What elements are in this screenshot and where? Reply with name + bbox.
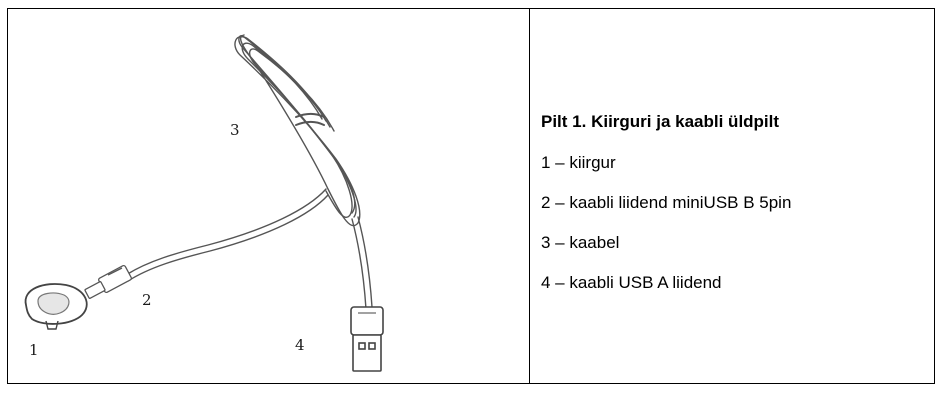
legend-item: 2 – kaabli liidend miniUSB B 5pin bbox=[541, 193, 792, 212]
figure-legend-list: 1 – kiirgur 2 – kaabli liidend miniUSB B… bbox=[541, 152, 791, 312]
callout-3: 3 bbox=[230, 121, 240, 139]
usb-a-connector-icon bbox=[350, 306, 384, 372]
legend-item: 3 – kaabel bbox=[541, 233, 620, 252]
mini-usb-connector-icon bbox=[84, 264, 132, 299]
ir-emitter-icon bbox=[24, 283, 88, 330]
figure-table: 1 2 3 4 Pilt 1. Kiirguri ja kaabli üldpi… bbox=[7, 8, 935, 384]
figure-caption-title: Pilt 1. Kiirguri ja kaabli üldpilt bbox=[541, 112, 780, 131]
cable-illustration: 1 2 3 4 bbox=[24, 34, 384, 372]
callout-2: 2 bbox=[142, 291, 152, 309]
cable-icon bbox=[125, 34, 373, 310]
callout-4: 4 bbox=[295, 336, 305, 354]
callout-1: 1 bbox=[29, 341, 39, 359]
figure-image-cell: 1 2 3 4 bbox=[8, 9, 530, 383]
figure-caption-cell: Pilt 1. Kiirguri ja kaabli üldpilt 1 – k… bbox=[530, 9, 934, 383]
legend-item: 4 – kaabli USB A liidend bbox=[541, 273, 722, 292]
legend-item: 1 – kiirgur bbox=[541, 153, 616, 172]
